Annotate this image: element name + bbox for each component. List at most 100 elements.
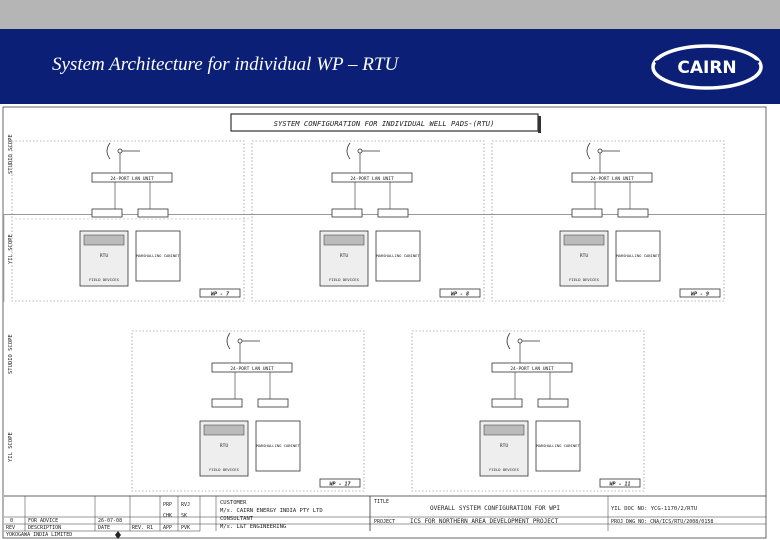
field-devices-label: FIELD DEVICES xyxy=(489,467,519,472)
well-pad-block: 24-PORT LAN UNIT RTU FIELD DEVICES MARSHALL… xyxy=(251,140,485,302)
marshalling-cabinet xyxy=(255,420,301,472)
field-devices-label: FIELD DEVICES xyxy=(89,277,119,282)
tb-proj-no: PROJ DWG NO: CNA/ICS/RTU/2008/0158 xyxy=(611,519,713,525)
zone-label-field-2: YIL SCOPE xyxy=(8,432,14,462)
tb-title-label: TITLE xyxy=(374,499,389,505)
controller-unit-a xyxy=(571,208,603,218)
tb-row-1-date: 26-07-08 xyxy=(98,518,122,524)
pad-label-box xyxy=(439,288,481,298)
engineering-drawing: SYSTEM CONFIGURATION FOR INDIVIDUAL WELL… xyxy=(0,104,780,540)
pad-label: WP - 11 xyxy=(609,482,630,488)
field-devices-label: FIELD DEVICES xyxy=(569,277,599,282)
network-switch-label: 24-PORT LAN UNIT xyxy=(510,366,554,372)
slide-header: System Architecture for individual WP – … xyxy=(0,29,780,104)
field-devices-label: FIELD DEVICES xyxy=(329,277,359,282)
rtu-label: RTU xyxy=(500,443,508,449)
slide-title: System Architecture for individual WP – … xyxy=(52,54,399,75)
tb-company: YOKOGAWA INDIA LIMITED xyxy=(6,532,72,538)
pad-label-box xyxy=(599,478,641,488)
tb-row-1-description: FOR ADVICE xyxy=(28,518,58,524)
logo-text: CAIRN xyxy=(677,58,736,78)
network-switch-label: 24-PORT LAN UNIT xyxy=(350,176,394,182)
pad-label: WP - 8 xyxy=(451,292,469,298)
rtu-label: RTU xyxy=(580,253,588,259)
tb-row-2-date: DATE xyxy=(98,525,110,531)
pad-label-box xyxy=(679,288,721,298)
marshalling-cabinet xyxy=(135,230,181,282)
cairn-logo-icon: CAIRN xyxy=(651,44,763,90)
tb-row-1-ref: 0 xyxy=(10,518,13,524)
marshalling-label: MARSHALLING CABINET xyxy=(536,443,580,448)
well-pad-block: 24-PORT LAN UNIT RTU FIELD DEVICES MARSHALL… xyxy=(131,330,365,492)
network-switch-label: 24-PORT LAN UNIT xyxy=(590,176,634,182)
tb-project: ICS FOR NORTHERN AREA DEVELOPMENT PROJEC… xyxy=(410,518,558,525)
tb-customer-label: CUSTOMER xyxy=(220,500,247,506)
rtu-label: RTU xyxy=(340,253,348,259)
tb-chk-label: CHK xyxy=(163,513,172,519)
controller-unit-b xyxy=(137,208,169,218)
network-switch xyxy=(211,362,293,373)
antenna-icon xyxy=(346,142,351,160)
network-switch xyxy=(571,172,653,183)
rtu-label: RTU xyxy=(220,443,228,449)
well-pad-block: 24-PORT LAN UNIT RTU FIELD DEVICES MARSHALL… xyxy=(411,330,645,492)
tb-consultant: M/s. L&T ENGINEERING xyxy=(220,524,286,530)
field-devices-label: FIELD DEVICES xyxy=(209,467,239,472)
network-switch-label: 24-PORT LAN UNIT xyxy=(110,176,154,182)
tb-title: OVERALL SYSTEM CONFIGURATION FOR WPI xyxy=(430,505,560,512)
controller-unit-a xyxy=(491,398,523,408)
tb-customer: M/s. CAIRN ENERGY INDIA PTY LTD xyxy=(220,508,323,514)
antenna-icon xyxy=(586,142,591,160)
top-gray-bar xyxy=(0,0,780,29)
drawing-canvas: SYSTEM CONFIGURATION FOR INDIVIDUAL WELL… xyxy=(2,106,767,539)
pad-label-box xyxy=(199,288,241,298)
antenna-icon xyxy=(226,332,231,350)
marshalling-label: MARSHALLING CABINET xyxy=(256,443,300,448)
controller-unit-b xyxy=(617,208,649,218)
pad-boundary xyxy=(491,140,725,302)
pad-label: WP - 9 xyxy=(691,292,709,298)
controller-unit-b xyxy=(537,398,569,408)
controller-unit-b xyxy=(257,398,289,408)
tb-doc-no: YIL DOC NO: YCG-1170/2/RTU xyxy=(611,506,697,512)
cairn-logo: CAIRN xyxy=(640,42,770,92)
tb-row-2-description: DESCRIPTION xyxy=(28,525,61,531)
tb-consultant-label: CONSULTANT xyxy=(220,516,254,522)
drawing-title: SYSTEM CONFIGURATION FOR INDIVIDUAL WELL… xyxy=(274,119,495,128)
tb-rev-label: REV. R1 xyxy=(132,525,153,531)
tb-project-label: PROJECT xyxy=(374,519,395,525)
controller-unit-b xyxy=(377,208,409,218)
marshalling-label: MARSHALLING CABINET xyxy=(616,253,660,258)
pad-boundary xyxy=(251,140,485,302)
network-switch xyxy=(331,172,413,183)
marshalling-cabinet xyxy=(375,230,421,282)
pad-boundary xyxy=(131,330,365,492)
title-block: FOR ADVICE 26-07-08 0 REV DESCRIPTION DA… xyxy=(4,495,766,539)
marshalling-cabinet xyxy=(535,420,581,472)
marshalling-label: MARSHALLING CABINET xyxy=(376,253,420,258)
tb-prp-name: RVJ xyxy=(181,502,190,508)
marshalling-label: MARSHALLING CABINET xyxy=(136,253,180,258)
tb-row-2-ref: REV xyxy=(6,525,15,531)
pad-boundary xyxy=(11,140,245,302)
tb-app-label: APP xyxy=(163,525,172,531)
well-pad-block: 24-PORT LAN UNIT RTU FIELD DEVICES MARSHALL… xyxy=(11,140,245,302)
network-switch xyxy=(91,172,173,183)
pad-label: WP - 17 xyxy=(329,482,350,488)
pad-label: WP - 7 xyxy=(211,292,229,298)
pad-label-box xyxy=(319,478,361,488)
zone-label-field-1: YIL SCOPE xyxy=(8,234,14,264)
pad-boundary xyxy=(411,330,645,492)
tb-chk-name: SK xyxy=(181,513,187,519)
controller-unit-a xyxy=(91,208,123,218)
rtu-label: RTU xyxy=(100,253,108,259)
controller-unit-a xyxy=(211,398,243,408)
zone-label-top-1: STUDIO SCOPE xyxy=(8,134,14,174)
network-switch xyxy=(491,362,573,373)
antenna-icon xyxy=(506,332,511,350)
network-switch-label: 24-PORT LAN UNIT xyxy=(230,366,274,372)
tb-app-name: PVK xyxy=(181,525,190,531)
controller-unit-a xyxy=(331,208,363,218)
zone-label-top-2: STUDIO SCOPE xyxy=(8,334,14,374)
marshalling-cabinet xyxy=(615,230,661,282)
